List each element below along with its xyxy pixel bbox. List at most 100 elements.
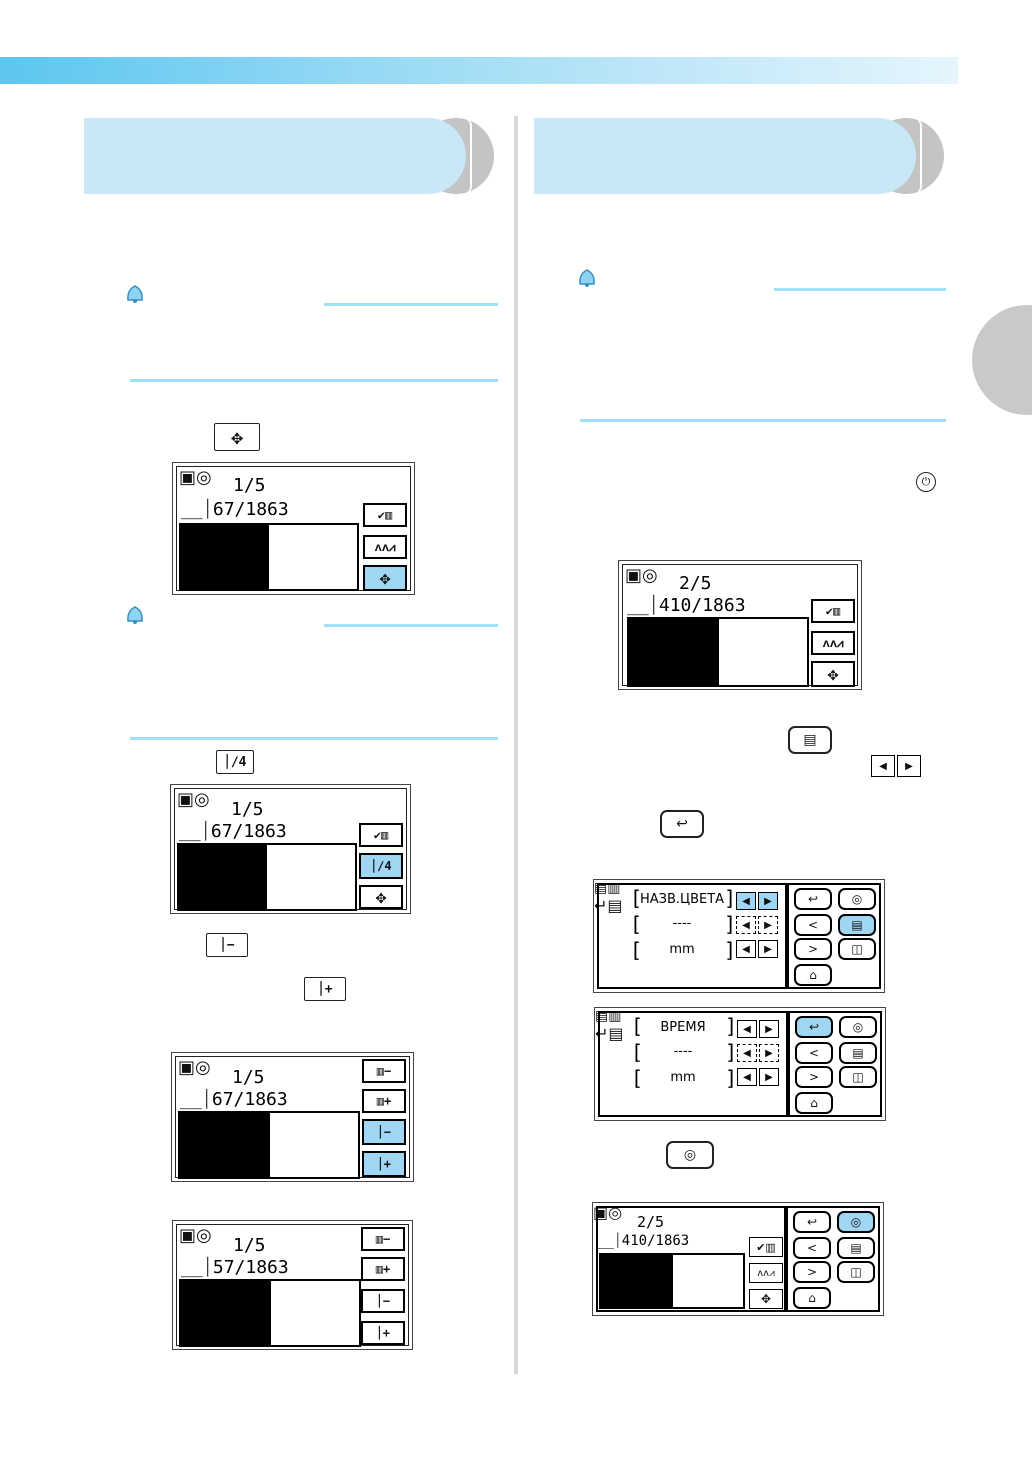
pattern-preview-current [599,1253,671,1309]
move-button[interactable]: ✥ [811,661,855,687]
camera-button[interactable]: ◫ [838,938,876,960]
settings-panel-2: ▤▥ ↵▤ [] ВРЕМЯ [] ---- [] mm ◀ ▶ ◀ ▶ ◀ ▶… [594,1007,886,1121]
chapter-side-tab [972,305,1032,415]
lcd-screen-4: ▣◎ 1/5 __⏐57/1863 ▥− ▥+ ⏐− ⏐+ [172,1220,413,1350]
hoop-icon: ▣◎ [625,565,658,586]
needle-minus-button[interactable]: ▥− [362,1059,406,1083]
lcd-screen-5: ▣◎ 2/5 __⏐410/1863 ✔▥ ᴧᴧ⩘ ✥ [618,560,862,690]
row1-left-arrow[interactable]: ◀ [736,892,756,910]
row3-left-arrow[interactable]: ◀ [736,940,756,958]
memo-rule-top [324,303,498,306]
thread-check-button[interactable]: ✔▥ [363,503,407,527]
length-icon: ↵▤ [594,896,623,915]
next-page-button[interactable]: > [793,1261,831,1283]
setting-row-1-value: НАЗВ.ЦВЕТА [639,892,725,907]
row2-right-arrow[interactable]: ▶ [759,1044,779,1062]
top-color-bar [0,57,958,84]
color-counter: 1/5 [231,799,264,820]
back-button[interactable]: ↩ [795,1016,833,1038]
stitch-jump-button[interactable]: ⏐∕4 [359,853,403,879]
stitch-plus-button[interactable]: ⏐+ [362,1151,406,1177]
thread-check-button[interactable]: ✔▥ [359,823,403,847]
pattern-preview-current [179,523,267,591]
prev-page-button[interactable]: < [793,1237,831,1259]
trim-button[interactable]: ᴧᴧ⩘ [811,631,855,655]
thread-check-button[interactable]: ✔▥ [811,599,855,623]
home-button[interactable]: ⌂ [795,1092,833,1114]
stitch-plus-button[interactable]: ⏐+ [361,1321,405,1345]
trim-button[interactable]: ᴧᴧ⩘ [749,1263,783,1283]
setting-row-3-value: mm [669,942,695,957]
home-button[interactable]: ⌂ [794,964,832,986]
pattern-preview-next [265,843,357,911]
row1-left-arrow[interactable]: ◀ [737,1020,757,1038]
prev-page-button[interactable]: < [795,1042,833,1064]
pattern-preview-next [268,1111,360,1179]
row2-left-arrow[interactable]: ◀ [736,916,756,934]
next-page-button[interactable]: > [794,938,832,960]
pattern-preview-next [267,523,359,591]
row2-right-arrow[interactable]: ▶ [758,916,778,934]
needle-plus-button[interactable]: ▥+ [361,1257,405,1281]
row3-right-arrow[interactable]: ▶ [758,940,778,958]
memo-rule-bottom [130,379,498,382]
row2-left-arrow[interactable]: ◀ [737,1044,757,1062]
thread-check-button[interactable]: ✔▥ [749,1237,783,1257]
move-button[interactable]: ✥ [363,565,407,591]
stitch-counter: 67/1863 [210,821,287,842]
pattern-preview-current [178,1111,268,1179]
doc-button[interactable]: ▤ [839,1042,877,1064]
camera-button[interactable]: ◫ [839,1066,877,1088]
row3-left-arrow[interactable]: ◀ [737,1068,757,1086]
next-page-button[interactable]: > [795,1066,833,1088]
memo-rule-bottom [580,419,946,422]
lcd-screen-2: ▣◎ 1/5 __⏐67/1863 ✔▥ ⏐∕4 ✥ [170,784,411,914]
needle-plus-button[interactable]: ▥+ [362,1089,406,1113]
hoop-icon: ▣◎ [177,789,210,810]
settings-panel-1: ▤▥ ↵▤ [] НАЗВ.ЦВЕТА [] ---- [] mm ◀ ▶ ◀ … [593,879,885,993]
memo-bell-icon [127,285,143,303]
stitch-minus-button[interactable]: ⏐− [361,1289,405,1313]
pattern-preview-next [671,1253,745,1309]
row1-right-arrow[interactable]: ▶ [758,892,778,910]
pattern-preview-next [717,617,809,687]
arrow-pair-icon: ◀ ▶ [871,755,921,777]
color-counter: 1/5 [232,1067,265,1088]
hoop-icon: ▣◎ [179,467,212,488]
stitch-counter: 410/1863 [658,595,746,616]
move-button[interactable]: ✥ [359,885,403,909]
stitch-counter: 57/1863 [212,1257,289,1278]
doc-button[interactable]: ▤ [837,1237,875,1259]
move-icon: ✥ [214,423,260,451]
needle-minus-button[interactable]: ▥− [361,1227,405,1251]
stitch-counter: 67/1863 [212,499,289,520]
trim-button[interactable]: ᴧᴧ⩘ [363,535,407,559]
stitch-jump-icon: ⏐∕4 [216,750,254,774]
stitch-counter: 67/1863 [211,1089,288,1110]
row1-right-arrow[interactable]: ▶ [759,1020,779,1038]
camera-button[interactable]: ◫ [837,1261,875,1283]
setting-row-2-value: ---- [673,1044,693,1059]
hoop-icon: ▣◎ [179,1225,212,1246]
setting-row-1-value: ВРЕМЯ [660,1020,706,1035]
move-button[interactable]: ✥ [749,1289,783,1309]
memo-rule-top [324,624,498,627]
back-button[interactable]: ↩ [794,888,832,910]
hoop-button[interactable]: ◎ [838,888,876,910]
pattern-preview-current [627,617,717,687]
row3-right-arrow[interactable]: ▶ [759,1068,779,1086]
doc-button[interactable]: ▤ [838,914,876,936]
hoop-button[interactable]: ◎ [837,1211,875,1233]
pattern-preview-current [177,843,265,911]
stitch-minus-button[interactable]: ⏐− [362,1119,406,1145]
length-icon: ↵▤ [595,1024,624,1043]
memo-bell-icon [579,269,595,287]
home-button[interactable]: ⌂ [793,1287,831,1309]
power-icon: ⏻ [916,472,936,492]
prev-page-button[interactable]: < [794,914,832,936]
hoop-button[interactable]: ◎ [839,1016,877,1038]
doc-icon: ▤ [788,726,832,754]
back-button[interactable]: ↩ [793,1211,831,1233]
stitch-counter: 410/1863 [621,1233,690,1249]
section-header-right [534,118,944,194]
